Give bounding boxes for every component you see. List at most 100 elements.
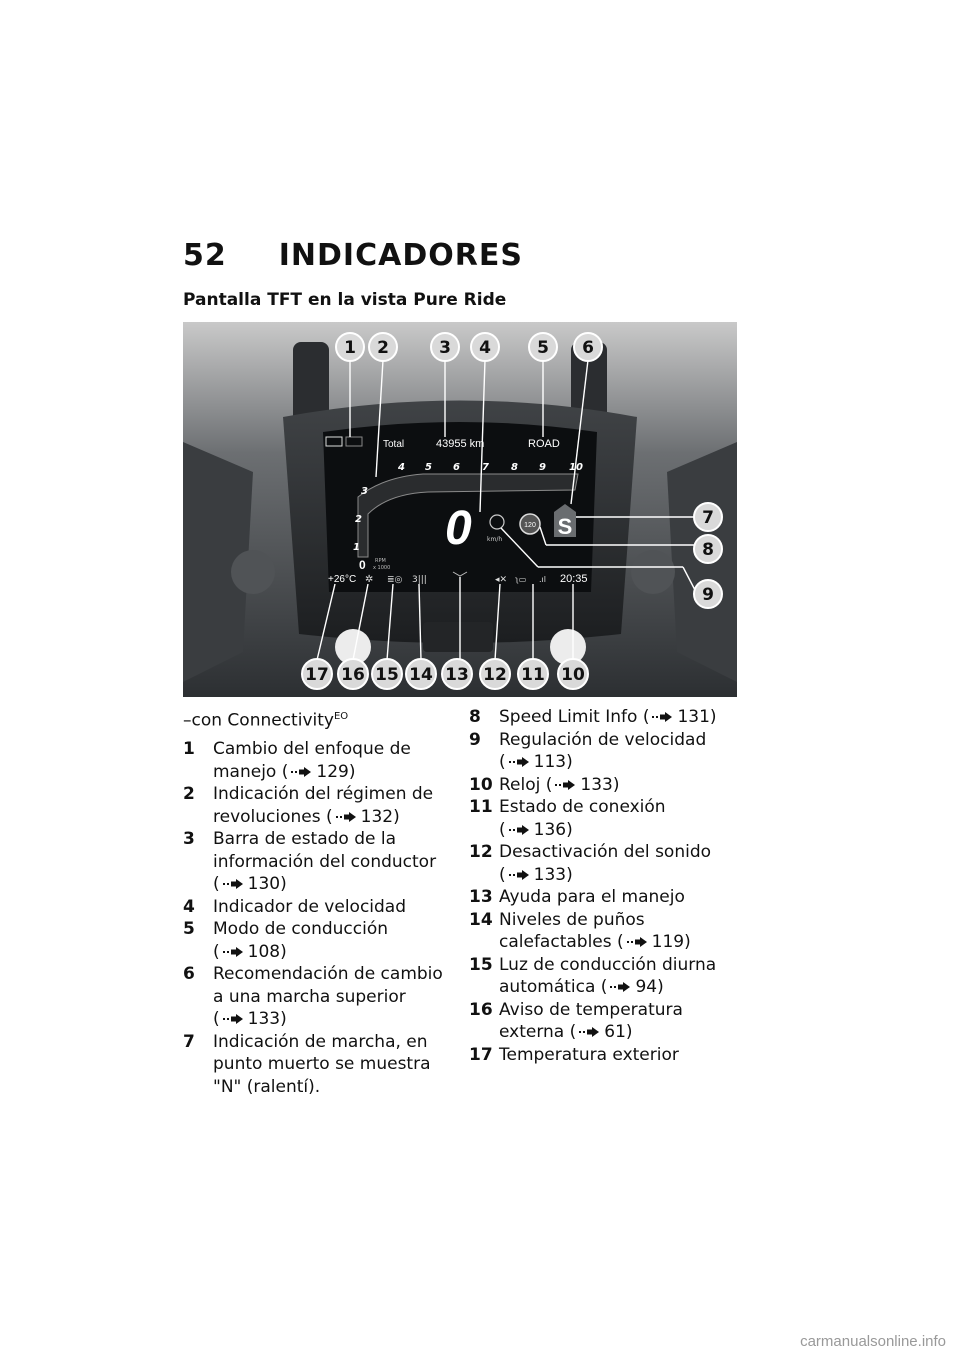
- speed-limit-value: 120: [524, 522, 536, 529]
- rpm-zero: 0: [359, 558, 366, 572]
- callouts: 1 2 3 4 5 6 7 8 9 10 11 12 13 14 15 16 1…: [301, 332, 723, 690]
- arrow-right-icon: [222, 946, 243, 957]
- legend-text: Modo de conducción (108): [213, 919, 388, 962]
- tft-screen: [323, 422, 597, 592]
- connection-icon: ʅ▭: [515, 575, 526, 584]
- rpm-unit-bottom: x 1000: [373, 565, 390, 571]
- page-reference[interactable]: (131): [642, 707, 717, 727]
- arrow-right-icon: [626, 937, 647, 947]
- legend-text: Luz de conducción diurna automática (94): [499, 954, 717, 998]
- arrow-right-icon: [508, 757, 529, 767]
- page-reference[interactable]: (136): [499, 819, 573, 840]
- watermark: carmanualsonline.info: [800, 1333, 946, 1350]
- legend-item: 6 Recomendación de cambio a una marcha su…: [183, 963, 445, 1031]
- tach-tick-4: 4: [397, 462, 405, 473]
- page-reference[interactable]: (132): [326, 806, 400, 827]
- connectivity-note: –con ConnectivityEO: [183, 710, 349, 731]
- odometer-value: 43955 km: [436, 438, 484, 450]
- legend-number: 15: [469, 954, 493, 975]
- page-reference[interactable]: (61): [569, 1022, 633, 1042]
- legend-number: 5: [183, 919, 195, 940]
- tach-tick-6: 6: [453, 462, 460, 473]
- arrow-right-icon: [222, 1014, 243, 1025]
- legend-number: 7: [183, 1031, 195, 1052]
- left-fairing: [183, 442, 253, 682]
- legend-item: 5 Modo de conducción (108): [183, 918, 445, 963]
- callout-12: 12: [479, 658, 511, 690]
- tach-tick-7: 7: [482, 462, 489, 473]
- callout-5: 5: [528, 332, 558, 362]
- tach-tick-1: 1: [353, 542, 360, 553]
- page-number: 52: [183, 238, 227, 273]
- page-reference[interactable]: (119): [617, 932, 691, 952]
- legend-number: 3: [183, 829, 195, 850]
- arrow-right-icon: [335, 811, 356, 822]
- right-knob: [631, 550, 675, 594]
- page-reference[interactable]: (133): [499, 864, 573, 885]
- leader-lines: [316, 359, 697, 661]
- callout-1: 1: [335, 332, 365, 362]
- speed-unit: km/h: [487, 536, 502, 543]
- svg-text:8: 8: [702, 540, 714, 560]
- lower-mount: [423, 622, 493, 652]
- legend-text: Regulación de velocidad (113): [499, 729, 707, 773]
- legend-text: Recomendación de cambio a una marcha sup…: [213, 964, 443, 1030]
- svg-text:1: 1: [344, 338, 356, 358]
- svg-text:3: 3: [439, 338, 451, 358]
- mm-icon: [345, 436, 363, 447]
- callout-2: 2: [368, 332, 398, 362]
- legend-number: 9: [469, 729, 481, 750]
- page-reference[interactable]: (133): [213, 1009, 287, 1030]
- speed-limit-sign: [519, 513, 541, 535]
- legend-number: 6: [183, 964, 195, 985]
- page-reference[interactable]: (130): [213, 874, 287, 895]
- svg-text:15: 15: [375, 665, 399, 685]
- signal-icon: .ıl: [539, 575, 546, 584]
- callout-10: 10: [557, 658, 589, 690]
- page-reference[interactable]: (108): [213, 941, 287, 962]
- right-cap: [550, 629, 586, 665]
- legend-text: Indicación del régimen de revoluciones (…: [213, 784, 434, 827]
- svg-text:2: 2: [377, 338, 389, 358]
- figure-title: Pantalla TFT en la vista Pure Ride: [183, 290, 507, 310]
- page-reference[interactable]: (94): [600, 977, 664, 997]
- legend-number: 16: [469, 999, 493, 1020]
- arrow-right-icon: [291, 766, 312, 777]
- left-cap: [335, 629, 371, 665]
- page-reference[interactable]: (129): [281, 761, 356, 782]
- arrow-right-icon: [222, 879, 243, 890]
- svg-text:13: 13: [445, 665, 469, 685]
- rpm-unit-top: RPM: [375, 558, 386, 564]
- page-reference[interactable]: (113): [499, 752, 573, 772]
- svg-text:14: 14: [409, 665, 433, 685]
- svg-text:11: 11: [521, 665, 545, 685]
- arrow-right-icon: [508, 824, 529, 835]
- svg-text:12: 12: [483, 665, 507, 685]
- svg-text:10: 10: [561, 665, 585, 685]
- legend-item: 2 Indicación del régimen de revoluciones …: [183, 783, 445, 828]
- arrow-right-icon: [508, 869, 529, 880]
- legend-text: Temperatura exterior: [499, 1044, 679, 1065]
- tach-tick-8: 8: [511, 462, 518, 473]
- riding-assist-icon: [452, 571, 468, 577]
- heated-grips-icon: 3|||: [412, 575, 427, 585]
- legend-number: 10: [469, 774, 493, 795]
- callout-4: 4: [470, 332, 500, 362]
- svg-text:7: 7: [702, 508, 714, 528]
- svg-text:9: 9: [702, 585, 714, 605]
- page-reference[interactable]: (133): [545, 774, 620, 795]
- legend-number: 2: [183, 784, 195, 805]
- tach-tick-9: 9: [539, 462, 546, 473]
- callout-7: 7: [693, 502, 723, 532]
- callout-17: 17: [301, 658, 333, 690]
- legend-text: Estado de conexión (136): [499, 797, 666, 840]
- temperature-value: +26°C: [328, 574, 356, 585]
